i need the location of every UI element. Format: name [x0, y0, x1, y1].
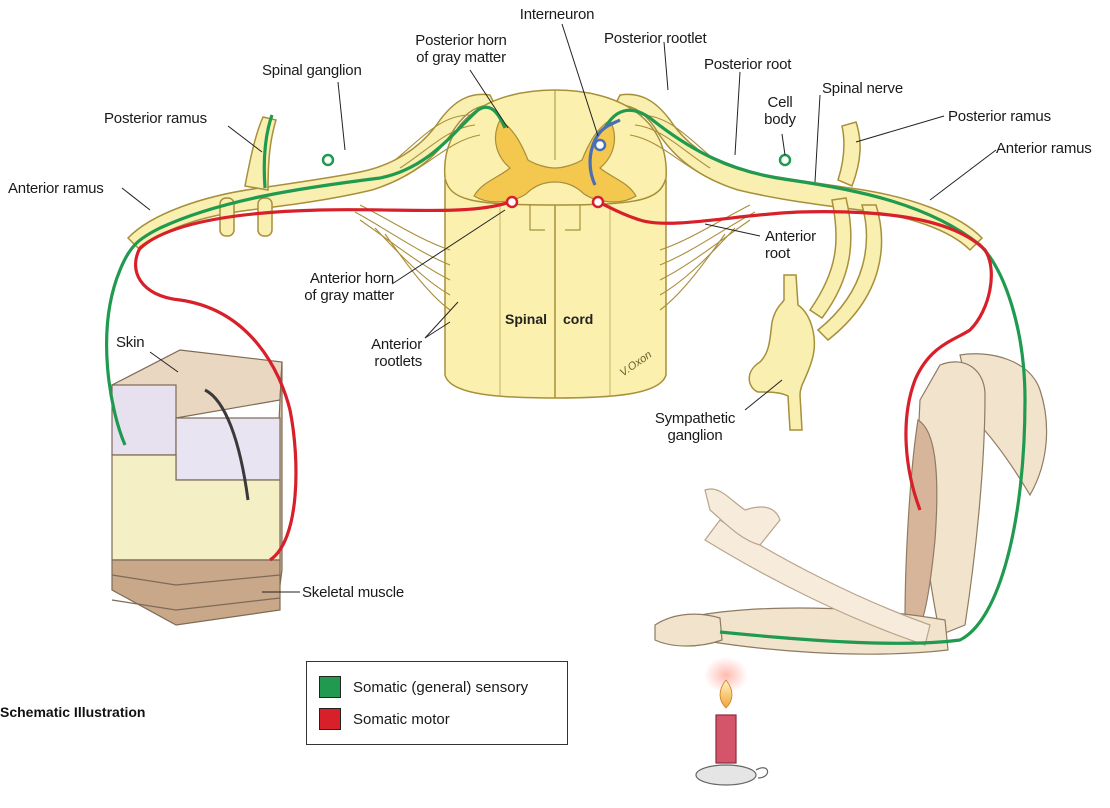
skin-block	[112, 350, 282, 625]
legend-item-sensory: Somatic (general) sensory	[319, 676, 528, 698]
sympathetic-ganglion-shape	[749, 275, 814, 430]
left-stub-2	[258, 198, 272, 236]
label-cord: cord	[563, 311, 593, 327]
label-posterior-horn: Posterior horn of gray matter	[396, 32, 526, 66]
label-posterior-ramus-right: Posterior ramus	[948, 108, 1051, 125]
candle	[696, 657, 768, 785]
label-anterior-ramus-left: Anterior ramus	[8, 180, 104, 197]
label-posterior-ramus-left: Posterior ramus	[104, 110, 207, 127]
label-anterior-root: Anterior root	[765, 228, 816, 262]
label-spinal-ganglion: Spinal ganglion	[262, 62, 362, 79]
label-anterior-horn: Anterior horn of gray matter	[296, 270, 394, 304]
hand	[655, 614, 722, 646]
skin-epidermis	[112, 385, 176, 455]
sympathetic-branch-1	[810, 198, 851, 318]
label-skeletal-muscle: Skeletal muscle	[302, 584, 404, 601]
label-cell-body: Cell body	[755, 94, 805, 128]
right-motor-neuron	[593, 197, 603, 207]
legend-item-motor: Somatic motor	[319, 708, 450, 730]
label-interneuron: Interneuron	[497, 6, 617, 23]
label-posterior-root: Posterior root	[704, 56, 791, 73]
label-spinal-nerve: Spinal nerve	[822, 80, 903, 97]
left-cell-body	[323, 155, 333, 165]
right-cell-body	[780, 155, 790, 165]
label-spinal: Spinal	[505, 311, 547, 327]
left-motor-neuron	[507, 197, 517, 207]
legend-swatch-sensory	[319, 676, 341, 698]
skin-muscle	[112, 560, 280, 625]
candle-holder	[696, 765, 756, 785]
legend-swatch-motor	[319, 708, 341, 730]
candle-body	[716, 715, 736, 763]
skin-dermis	[176, 418, 280, 480]
legend-label-sensory: Somatic (general) sensory	[353, 679, 528, 696]
label-sympathetic-ganglion: Sympathetic ganglion	[640, 410, 750, 444]
legend: Somatic (general) sensory Somatic motor	[306, 661, 568, 745]
label-skin: Skin	[116, 334, 144, 351]
left-posterior-ramus-shape	[245, 117, 276, 190]
legend-label-motor: Somatic motor	[353, 711, 450, 728]
right-posterior-ramus-shape	[838, 122, 860, 186]
label-anterior-rootlets: Anterior rootlets	[356, 336, 422, 370]
spinal-cord	[445, 90, 667, 398]
label-posterior-rootlet: Posterior rootlet	[604, 30, 706, 47]
figure-caption: Schematic Illustration	[0, 704, 145, 720]
interneuron-cell	[595, 140, 605, 150]
label-anterior-ramus-right: Anterior ramus	[996, 140, 1092, 157]
